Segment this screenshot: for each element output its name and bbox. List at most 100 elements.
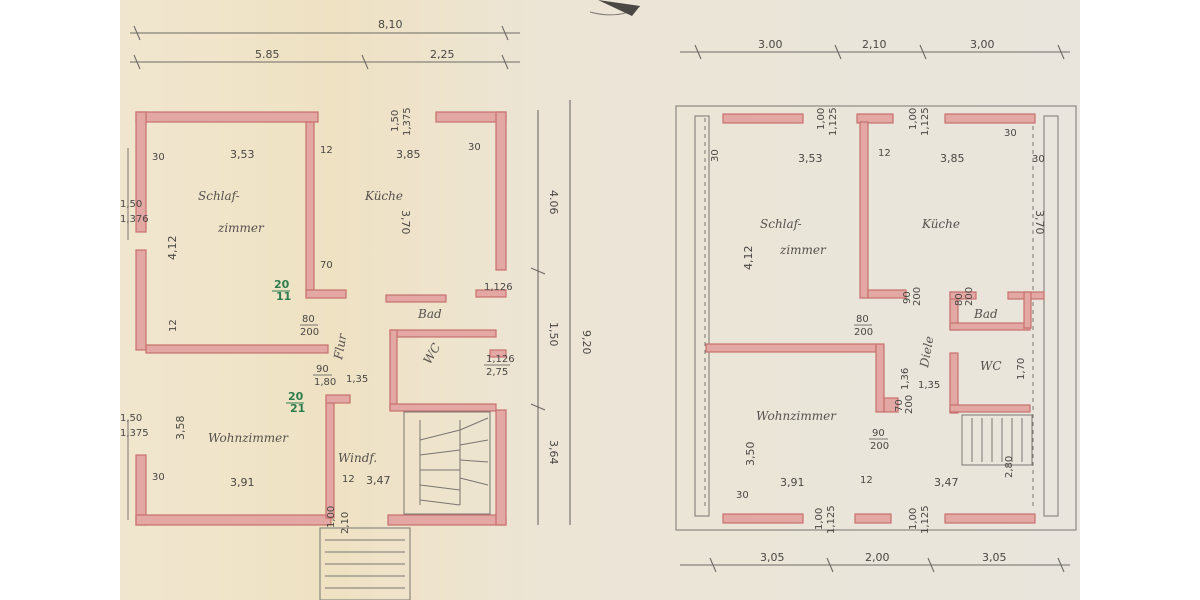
dim-right-top-3: 3,00	[970, 38, 995, 51]
svg-text:90: 90	[872, 428, 885, 439]
rroom-schlafzimmer: Schlaf-	[760, 217, 802, 231]
rroom-wohnzimmer: Wohnzimmer	[756, 409, 837, 423]
dim-right-top-2: 2,10	[862, 38, 887, 51]
wall-right-upper	[495, 111, 507, 271]
svg-text:70: 70	[894, 399, 905, 412]
wall-top-left	[135, 111, 319, 123]
svg-text:1,125: 1,125	[920, 107, 931, 136]
svg-text:30: 30	[152, 472, 165, 483]
room-height-upper-left: 4,12	[166, 236, 179, 261]
right-floor-plan: 3.00 2,10 3,00 3,05 2,00 3,05	[675, 38, 1077, 573]
dim-mid-height: 1,50	[547, 322, 560, 347]
rwall-bottom-2	[854, 513, 892, 524]
rroom-wc: WC	[980, 359, 1002, 373]
wall-bottom-left	[135, 514, 332, 526]
rwall-wc-bottom	[949, 404, 1031, 413]
svg-text:1,36: 1,36	[900, 368, 911, 390]
svg-text:80: 80	[302, 314, 315, 325]
room-height-upper-right: 3,70	[399, 210, 412, 235]
wall-interior-vertical-lower	[325, 399, 335, 519]
dim-upper-height: 4.06	[547, 190, 560, 215]
room-kueche: Küche	[364, 189, 403, 203]
svg-text:1,126: 1,126	[484, 282, 513, 293]
north-arrow-icon	[589, 0, 641, 16]
room-schlafzimmer-2: zimmer	[217, 221, 265, 235]
wall-interior-vertical-upper	[305, 121, 315, 298]
dim-right-bottom-2: 2,00	[865, 551, 890, 564]
rroom-width-top-right: 3,85	[940, 152, 965, 165]
rroom-diele: Diele	[917, 335, 936, 369]
rroom-width-bottom-left: 3,91	[780, 476, 805, 489]
dim-seg2: 2,25	[430, 48, 455, 61]
svg-text:2,75: 2,75	[486, 367, 508, 378]
room-bad: Bad	[417, 307, 442, 321]
dim-seg1: 5.85	[255, 48, 280, 61]
wall-left-upper	[135, 111, 147, 233]
svg-text:1,00: 1,00	[326, 506, 337, 528]
left-floor-plan: 8,10 5.85 2,25 9,20 4.06 1,50 3,64	[120, 18, 593, 600]
svg-text:70: 70	[320, 260, 333, 271]
wall-right-lower	[495, 409, 507, 526]
rwall-wc-left	[949, 352, 959, 414]
dim-right-bottom-3: 3,05	[982, 551, 1007, 564]
green-mark-1-top: 20	[274, 278, 290, 291]
svg-text:30: 30	[1032, 154, 1045, 165]
svg-text:30: 30	[736, 490, 749, 501]
svg-text:1,125: 1,125	[828, 107, 839, 136]
room-schlafzimmer: Schlaf-	[198, 189, 240, 203]
svg-text:3,70: 3,70	[1033, 210, 1046, 235]
wall-bath-top	[385, 294, 447, 303]
floor-plan-sheet: 8,10 5.85 2,25 9,20 4.06 1,50 3,64	[120, 0, 1080, 600]
staircase-upper	[961, 414, 1033, 466]
room-width-bottom-right: 3,47	[366, 474, 391, 487]
svg-text:80: 80	[954, 293, 965, 306]
svg-text:200: 200	[964, 287, 975, 306]
svg-text:1,80: 1,80	[314, 377, 336, 388]
window-left-1-height: 1,376	[120, 214, 149, 225]
svg-text:1,35: 1,35	[918, 380, 940, 391]
rwall-interior-v-upper	[859, 121, 869, 299]
room-height-lower-left: 3,58	[174, 416, 187, 441]
svg-text:1,70: 1,70	[1016, 358, 1027, 380]
wall-bath-bottom	[389, 329, 497, 338]
dim-lower-height: 3,64	[547, 440, 560, 465]
room-wohnzimmer: Wohnzimmer	[208, 431, 289, 445]
rroom-kueche: Küche	[921, 217, 960, 231]
rroom-bad: Bad	[973, 307, 998, 321]
rroom-width-bottom-right: 3,47	[934, 476, 959, 489]
svg-text:200: 200	[912, 287, 923, 306]
room-width-top-left: 3,53	[230, 148, 255, 161]
wall-left-mid	[135, 249, 147, 351]
svg-text:1,35: 1,35	[346, 374, 368, 385]
rwall-top-2	[856, 113, 894, 124]
svg-text:1,126: 1,126	[486, 354, 515, 365]
window-left-2-width: 1,50	[120, 413, 142, 424]
wall-flur-left	[389, 329, 398, 411]
svg-text:200: 200	[300, 327, 319, 338]
staircase	[403, 411, 491, 515]
svg-text:30: 30	[710, 149, 721, 162]
dim-right-bottom-1: 3,05	[760, 551, 785, 564]
svg-text:200: 200	[854, 327, 873, 338]
window-left-2-height: 1,375	[120, 428, 149, 439]
svg-text:1,125: 1,125	[920, 505, 931, 534]
dim-overall-height: 9,20	[580, 330, 593, 355]
dim-right-top-1: 3.00	[758, 38, 783, 51]
room-windfang: Windf.	[338, 451, 377, 465]
green-mark-2-bot: 21	[290, 402, 305, 415]
rroom-width-top-left: 3,53	[798, 152, 823, 165]
wall-interior-horizontal	[145, 344, 329, 354]
svg-text:80: 80	[856, 314, 869, 325]
svg-text:90: 90	[316, 364, 329, 375]
svg-text:12: 12	[878, 148, 891, 159]
svg-text:200: 200	[870, 441, 889, 452]
rwall-interior-h	[705, 343, 877, 353]
svg-text:200: 200	[904, 395, 915, 414]
green-mark-2-top: 20	[288, 390, 304, 403]
svg-text:12: 12	[342, 474, 355, 485]
svg-text:12: 12	[320, 145, 333, 156]
rroom-schlafzimmer-2: zimmer	[779, 243, 827, 257]
window-top-height: 1,375	[402, 107, 413, 136]
rwall-top-1	[722, 113, 804, 124]
wall-bottom-right	[387, 514, 507, 526]
